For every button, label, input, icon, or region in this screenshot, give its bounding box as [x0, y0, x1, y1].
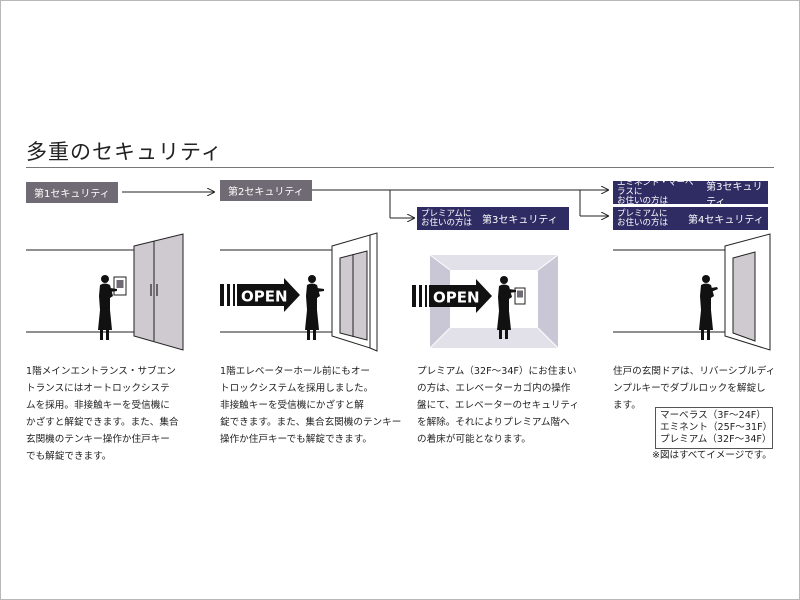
- tag-eminent-prefix: エミネント・マーベラスにお住いの方は: [617, 178, 694, 206]
- illustration-entrance: [26, 233, 184, 351]
- tag-security-1: 第1セキュリティ: [26, 182, 118, 203]
- open-label-1: OPEN: [241, 288, 288, 306]
- illustration-unit-door: [613, 233, 771, 351]
- tag-security-2: 第2セキュリティ: [220, 180, 312, 201]
- person-silhouette-4: [699, 275, 718, 340]
- person-silhouette-3: [497, 276, 516, 339]
- description-security-1: 1階メインエントランス・サブエン トランスにはオートロックシステ ムを採用。非接…: [26, 366, 179, 462]
- image-note: ※図はすべてイメージです。: [652, 450, 772, 461]
- legend-marvelous: マーベラス（3F〜24F）: [660, 410, 766, 421]
- flow-arrows: [122, 0, 800, 230]
- open-label-2: OPEN: [433, 289, 480, 307]
- legend-premium: プレミアム（32F〜34F）: [660, 434, 772, 445]
- description-security-4: 住戸の玄関ドアは、リバーシブルディ ンプルキーでダブルロックを解錠し ます。: [613, 366, 776, 411]
- description-security-3: プレミアム（32F〜34F）にお住まい の方は、エレベーターカゴ内の操作 盤にて…: [417, 366, 580, 445]
- illustration-elevator-hall: OPEN: [220, 232, 378, 352]
- person-silhouette-2: [305, 275, 324, 340]
- illustration-elevator-cage: OPEN: [412, 254, 559, 349]
- page-title: 多重のセキュリティ: [26, 140, 223, 164]
- tag-premium-security-3: プレミアムにお住いの方は 第3セキュリティ: [417, 207, 569, 230]
- description-security-2: 1階エレベーターホール前にもオー トロックシステムを採用しました。 非接触キーを…: [220, 366, 402, 445]
- legend-eminent: エミネント（25F〜31F）: [660, 422, 773, 433]
- title-rule: [26, 167, 774, 168]
- tag-premium-prefix: プレミアムにお住いの方は: [421, 208, 473, 228]
- tag-premium4-prefix: プレミアムにお住いの方は: [617, 208, 669, 228]
- floor-legend: マーベラス（3F〜24F） エミネント（25F〜31F） プレミアム（32F〜3…: [655, 407, 773, 449]
- person-silhouette-1: [98, 275, 117, 340]
- tag-eminent-security-3: エミネント・マーベラスにお住いの方は 第3セキュリティ: [613, 178, 768, 208]
- tag-premium-security-4: プレミアムにお住いの方は 第4セキュリティ: [613, 207, 768, 230]
